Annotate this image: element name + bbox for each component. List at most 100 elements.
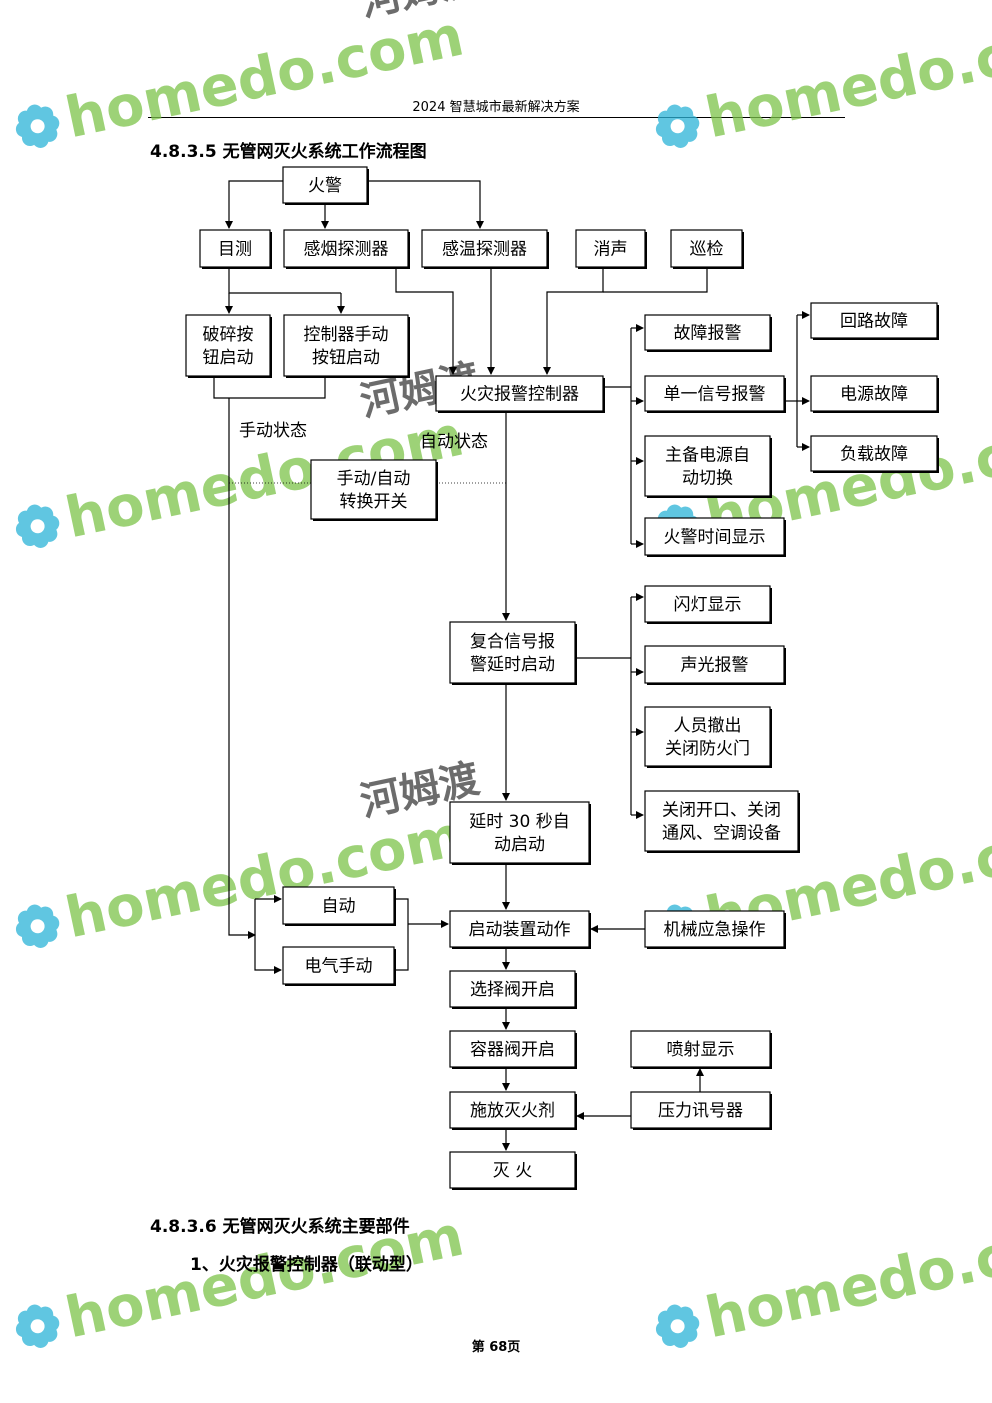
node-text: 感温探测器: [442, 240, 527, 260]
node-box: [449, 1151, 576, 1189]
edge-fire-to-heat: [367, 180, 484, 229]
node-text: 回路故障: [840, 312, 908, 332]
edge-smoke-to-controller: [395, 267, 457, 375]
node-text: 动启动: [494, 835, 545, 855]
node-auto: 自动: [282, 886, 396, 926]
node-flash-display: 闪灯显示: [644, 585, 772, 624]
node-text: 延时 30 秒自: [469, 812, 569, 832]
node-box: [283, 229, 409, 268]
flower-icon: [655, 104, 700, 148]
node-box: [630, 1030, 771, 1068]
edge-silence-to-controller: [543, 267, 604, 375]
node-text: 启动装置动作: [469, 920, 571, 940]
node-box: [810, 375, 938, 412]
node-visual: 目测: [199, 229, 272, 269]
node-box: [644, 790, 799, 852]
node-box: [670, 229, 743, 268]
node-box: [435, 375, 604, 412]
node-text: 巡检: [690, 240, 724, 260]
node-release-agent: 施放灭火剂: [449, 1091, 577, 1130]
node-text: 复合信号报: [470, 632, 555, 652]
watermark: homedo.com: [655, 4, 992, 152]
node-box: [283, 314, 409, 377]
node-patrol: 巡检: [670, 229, 744, 269]
node-box: [810, 302, 938, 339]
node-text: 破碎按: [203, 325, 254, 345]
node-text: 火警: [308, 176, 342, 196]
node-text: 火警时间显示: [664, 528, 766, 548]
node-power-fault: 电源故障: [810, 375, 939, 413]
edge-fire-to-visual: [225, 180, 283, 229]
node-fault-alarm: 故障报警: [644, 314, 772, 352]
node-box: [449, 621, 576, 684]
node-text: 消声: [594, 240, 628, 260]
edge-manual-to-electric: [228, 398, 256, 939]
node-box: [449, 1091, 576, 1129]
node-fire-alarm: 火警: [282, 166, 369, 205]
node-text: 手动/自动: [337, 469, 411, 489]
edge-patrol-join: [603, 267, 708, 293]
page-footer: 第 68页: [471, 1340, 521, 1355]
node-text: 容器阀开启: [470, 1040, 555, 1060]
edge-auto-electric-join: [394, 898, 409, 971]
node-text: 压力讯号器: [658, 1101, 743, 1121]
node-selector-valve: 选择阀开启: [449, 970, 577, 1009]
node-text: 故障报警: [674, 324, 742, 344]
node-box: [810, 435, 938, 472]
node-box: [310, 459, 437, 520]
node-text: 火灾报警控制器: [460, 385, 579, 405]
flower-icon: [15, 904, 60, 948]
label-auto-state: 自动状态: [420, 432, 488, 452]
section-title: 4.8.3.5 无管网灭火系统工作流程图: [150, 142, 427, 162]
node-box: [421, 229, 548, 268]
node-box: [282, 166, 368, 204]
node-box: [575, 229, 646, 268]
node-box: [282, 886, 395, 925]
node-mechanical-emergency: 机械应急操作: [644, 910, 786, 949]
node-box: [644, 375, 785, 412]
node-box: [199, 229, 271, 268]
node-box: [644, 706, 771, 767]
node-text: 灭 火: [493, 1161, 532, 1181]
node-pressure-switch: 压力讯号器: [630, 1091, 772, 1130]
node-box: [282, 946, 395, 985]
node-text: 控制器手动: [304, 325, 389, 345]
node-container-valve: 容器阀开启: [449, 1030, 577, 1069]
watermark-brand: homedo.com: [60, 4, 469, 152]
node-silence: 消声: [575, 229, 647, 269]
node-text: 动切换: [682, 469, 733, 489]
flower-icon: [15, 1304, 60, 1348]
node-box: [644, 585, 771, 623]
edge-visual-split: [228, 267, 341, 294]
node-text: 选择阀开启: [470, 980, 555, 1000]
watermark-brand: homedo.com: [700, 4, 992, 152]
node-text: 转换开关: [340, 492, 408, 512]
node-box: [644, 517, 785, 556]
header-rule: [148, 117, 845, 118]
node-box: [630, 1091, 771, 1129]
node-extinguish: 灭 火: [449, 1151, 577, 1190]
node-smoke-detector: 感烟探测器: [283, 229, 410, 269]
node-text: 感烟探测器: [304, 240, 389, 260]
node-spray-display: 喷射显示: [630, 1030, 772, 1069]
node-text: 负载故障: [840, 445, 908, 465]
section-title-2: 4.8.3.6 无管网灭火系统主要部件: [150, 1217, 410, 1237]
node-box: [449, 1030, 576, 1068]
node-text: 电源故障: [840, 385, 908, 405]
node-box: [449, 910, 590, 948]
node-text: 钮启动: [203, 348, 254, 368]
node-alarm-controller: 火灾报警控制器: [435, 375, 605, 413]
node-text: 目测: [218, 240, 252, 260]
node-box: [644, 910, 785, 948]
node-text: 声光报警: [681, 656, 749, 676]
node-text: 关闭防火门: [665, 739, 750, 759]
node-text: 主备电源自: [665, 446, 750, 466]
